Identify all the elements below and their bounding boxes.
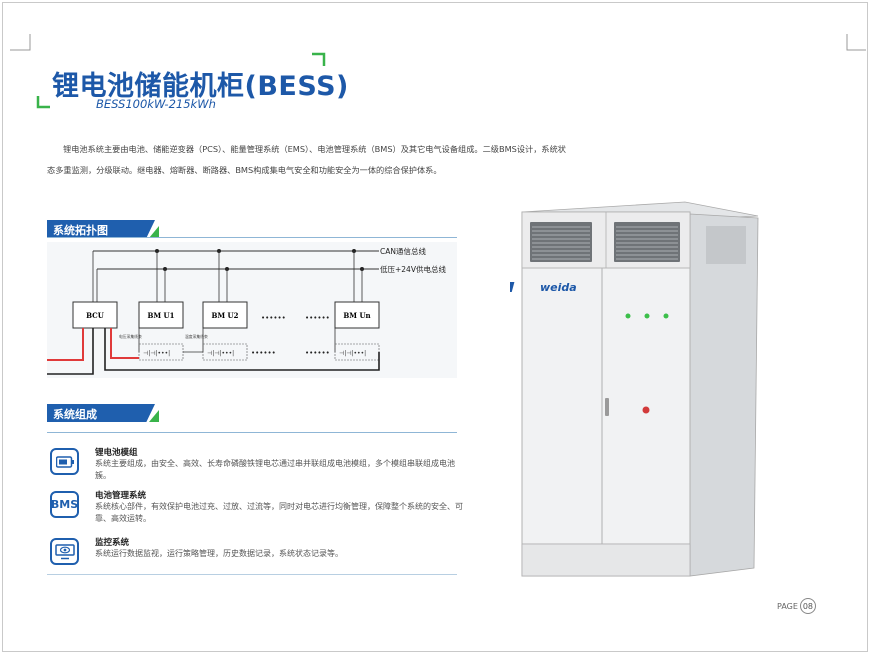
cabinet-brand-logo: weida <box>540 281 577 294</box>
unit-bmu2-label: BM U2 <box>211 311 238 320</box>
bms-icon: BMS <box>50 491 79 518</box>
topology-diagram: CAN通信总线 低压+24V供电总线 BCU BM U1 BM U2 •••••… <box>47 242 457 378</box>
ellipsis-2: •••••• <box>305 314 330 322</box>
svg-text:⊣|⊣|•••|: ⊣|⊣|•••| <box>207 350 234 357</box>
ellipsis-1: •••••• <box>261 314 286 322</box>
composition-item-title: 监控系统 <box>95 538 130 548</box>
composition-section-title: 系统组成 <box>53 408 97 421</box>
composition-item-desc: 系统核心部件，有效保护电池过充、过放、过流等，同时对电芯进行均衡管理，保障整个系… <box>95 502 463 523</box>
section-divider <box>47 432 457 433</box>
bess-cabinet-image: weida <box>510 201 759 577</box>
can-bus-label: CAN通信总线 <box>380 246 426 256</box>
unit-bmun-label: BM Un <box>343 311 370 320</box>
unit-bcu-label: BCU <box>86 311 104 320</box>
page-number-value: 08 <box>799 598 816 614</box>
title-bracket-top-icon <box>312 52 326 66</box>
section-tag-topology: 系统拓扑图 <box>47 220 170 238</box>
composition-item-title: 电池管理系统 <box>95 491 147 501</box>
voltage-harness-label: 电压采集线束 <box>119 334 142 339</box>
power-bus-label: 低压+24V供电总线 <box>380 264 446 274</box>
monitor-icon <box>50 538 79 565</box>
page-label: PAGE <box>777 601 798 611</box>
section-tag-composition: 系统组成 <box>47 404 170 422</box>
unit-bmu1-label: BM U1 <box>147 311 174 320</box>
page-title: 锂电池储能机柜(BESS) <box>52 71 349 102</box>
ellipsis-3: •••••• <box>251 349 276 357</box>
crop-mark-top-left <box>10 34 31 51</box>
page-number: PAGE 08 <box>777 598 816 614</box>
ellipsis-4: •••••• <box>305 349 330 357</box>
composition-item-desc: 系统运行数据监视，运行策略管理，历史数据记录，系统状态记录等。 <box>95 549 343 558</box>
crop-mark-top-right <box>846 34 866 51</box>
svg-text:⊣|⊣|•••|: ⊣|⊣|•••| <box>143 350 170 357</box>
page-subtitle: BESS100kW-215kWh <box>96 97 216 111</box>
topology-section-title: 系统拓扑图 <box>53 224 108 237</box>
composition-item-desc: 系统主要组成，由安全、高效、长寿命磷酸铁锂电芯通过串并联组成电池模组，多个模组串… <box>95 459 455 480</box>
svg-text:⊣|⊣|•••|: ⊣|⊣|•••| <box>339 350 366 357</box>
title-bracket-bottom-icon <box>36 96 50 109</box>
section-divider <box>47 574 457 575</box>
section-divider <box>47 237 457 238</box>
battery-icon <box>50 448 79 475</box>
intro-text: 锂电池系统主要由电池、储能逆变器（PCS）、能量管理系统（EMS）、电池管理系统… <box>47 139 567 181</box>
composition-item-title: 锂电池模组 <box>95 448 138 458</box>
temperature-harness-label: 温度采集线束 <box>185 334 208 339</box>
intro-paragraph: 锂电池系统主要由电池、储能逆变器（PCS）、能量管理系统（EMS）、电池管理系统… <box>47 144 566 175</box>
